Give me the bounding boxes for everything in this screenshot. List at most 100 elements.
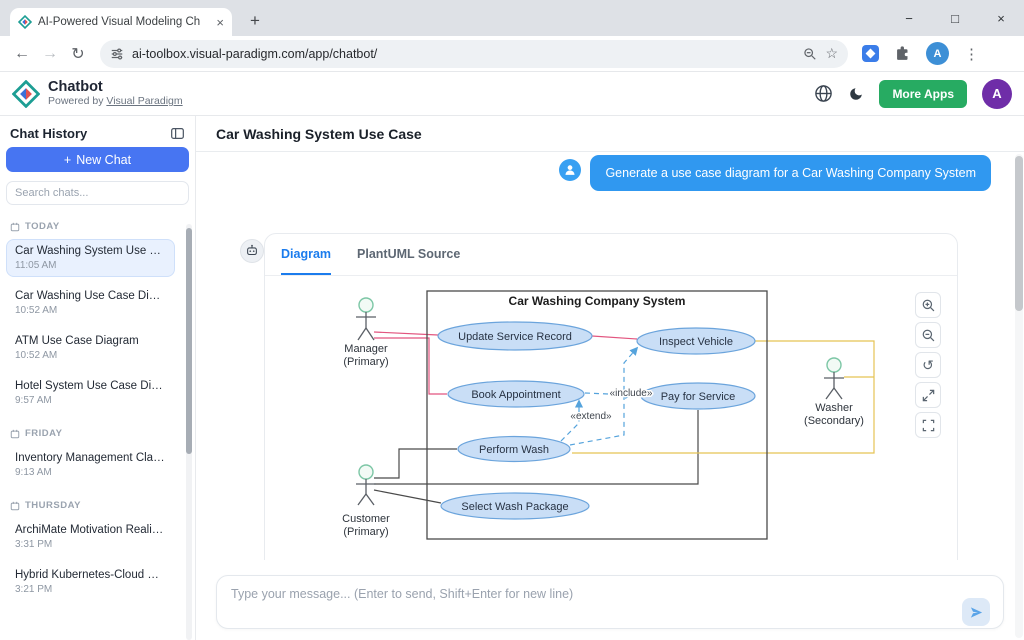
browser-menu-icon[interactable]: ⋮ [964, 45, 979, 63]
chat-history-sidebar: Chat History +New Chat TODAY Car Washing… [0, 116, 196, 640]
date-section-header: TODAY [10, 221, 187, 232]
chat-history-item[interactable]: Car Washing System Use Case 11:05 AM [6, 239, 175, 277]
edge-manager-book-appointment [374, 337, 447, 395]
url-text[interactable]: ai-toolbox.visual-paradigm.com/app/chatb… [132, 46, 378, 61]
expand-diagram-button[interactable] [915, 382, 941, 408]
relation-include-vertical-arrow [569, 346, 639, 446]
reset-view-button[interactable]: ↺ [915, 352, 941, 378]
usecase-inspect-vehicle[interactable]: Inspect Vehicle [636, 327, 756, 355]
svg-text:Customer: Customer [342, 513, 390, 525]
user-message-bubble: Generate a use case diagram for a Car Wa… [590, 155, 991, 191]
page-title: Car Washing System Use Case [196, 116, 1024, 152]
svg-text:Washer: Washer [815, 402, 853, 414]
zoom-in-button[interactable] [915, 292, 941, 318]
browser-tab[interactable]: AI-Powered Visual Modeling Ch × [10, 8, 232, 36]
collapse-sidebar-icon[interactable] [170, 126, 185, 141]
bookmark-star-icon[interactable]: ☆ [825, 45, 838, 61]
diagram-toolbar: ↺ [915, 292, 941, 438]
new-tab-button[interactable]: + [250, 11, 260, 30]
app-header: Chatbot Powered by Visual Paradigm More … [0, 72, 1024, 116]
chat-history-item[interactable]: Hotel System Use Case Diagr... 9:57 AM [15, 380, 166, 406]
address-bar[interactable]: ai-toolbox.visual-paradigm.com/app/chatb… [100, 39, 848, 68]
system-boundary [426, 290, 768, 540]
svg-text:Select Wash Package: Select Wash Package [461, 501, 568, 513]
calendar-icon [10, 501, 20, 510]
diagram-canvas[interactable]: Car Washing Company System Update Servic… [265, 276, 957, 560]
chat-history-item[interactable]: Car Washing Use Case Diagr... 10:52 AM [15, 290, 166, 316]
edge-customer-pay-for-service [374, 410, 699, 485]
composer-area [196, 560, 1024, 640]
window-controls: − □ × [886, 0, 1024, 36]
bot-avatar-icon [240, 239, 264, 263]
forward-button[interactable]: → [42, 44, 58, 62]
sidebar-title: Chat History [10, 126, 88, 141]
edge-washer-perform-wash [572, 340, 875, 454]
more-apps-button[interactable]: More Apps [879, 79, 967, 108]
use-case-diagram: Car Washing Company System Update Servic… [342, 290, 875, 540]
date-section-header: FRIDAY [10, 428, 187, 439]
app-name: Chatbot [48, 79, 103, 95]
window-minimize-button[interactable]: − [905, 10, 913, 26]
relation-extend-arrow [560, 399, 584, 442]
app-logo-icon [12, 79, 40, 108]
pinned-extension-icon[interactable] [862, 45, 879, 62]
new-chat-button[interactable]: +New Chat [6, 147, 189, 172]
usecase-update-service-record[interactable]: Update Service Record [437, 321, 593, 351]
user-message-row: Generate a use case diagram for a Car Wa… [196, 155, 991, 191]
usecase-select-wash-package[interactable]: Select Wash Package [440, 492, 590, 520]
include-stereotype-label: «include» [610, 388, 653, 399]
search-chats-input[interactable] [6, 181, 189, 205]
site-settings-icon[interactable] [110, 47, 124, 61]
svg-text:Manager: Manager [344, 343, 388, 355]
visual-paradigm-link[interactable]: Visual Paradigm [106, 95, 183, 107]
message-input-box [216, 575, 1004, 629]
refresh-button[interactable]: ↻ [71, 45, 85, 63]
user-avatar-icon [559, 159, 582, 181]
extensions-puzzle-icon[interactable] [894, 45, 911, 62]
chat-history-item[interactable]: ATM Use Case Diagram 10:52 AM [15, 335, 139, 361]
usecase-perform-wash[interactable]: Perform Wash [457, 435, 571, 463]
fit-to-screen-button[interactable] [915, 412, 941, 438]
diagram-card: Diagram PlantUML Source [264, 233, 958, 560]
chat-history-item[interactable]: ArchiMate Motivation Realiz... 3:31 PM [15, 524, 166, 550]
user-profile-avatar[interactable]: A [982, 78, 1012, 109]
zoom-out-button[interactable] [915, 322, 941, 348]
main-scrollbar-thumb[interactable] [1015, 156, 1023, 311]
card-tabs: Diagram PlantUML Source [265, 234, 957, 276]
tab-plantuml-source[interactable]: PlantUML Source [357, 246, 461, 261]
language-globe-icon[interactable] [814, 84, 833, 103]
back-button[interactable]: ← [14, 44, 30, 62]
send-button[interactable] [962, 598, 990, 626]
svg-text:(Secondary): (Secondary) [804, 415, 864, 427]
app-brand: Chatbot Powered by Visual Paradigm [12, 79, 183, 108]
chat-area: Generate a use case diagram for a Car Wa… [196, 153, 1012, 560]
actor-manager[interactable]: Manager (Primary) [343, 297, 389, 368]
dark-mode-moon-icon[interactable] [848, 86, 864, 102]
actor-customer[interactable]: Customer (Primary) [342, 464, 390, 538]
sidebar-scrollbar-thumb[interactable] [186, 228, 192, 454]
window-close-button[interactable]: × [997, 10, 1005, 26]
svg-text:Book Appointment: Book Appointment [471, 389, 560, 401]
zoom-icon[interactable] [803, 47, 817, 61]
date-section-header: THURSDAY [10, 500, 187, 511]
calendar-icon [10, 222, 20, 231]
main-panel: Car Washing System Use Case Generate a u… [196, 116, 1024, 640]
window-maximize-button[interactable]: □ [951, 10, 959, 26]
usecase-pay-for-service[interactable]: Pay for Service [640, 382, 756, 410]
plus-icon: + [63, 152, 72, 167]
svg-text:Inspect Vehicle: Inspect Vehicle [659, 336, 733, 348]
actor-washer[interactable]: Washer (Secondary) [804, 357, 864, 427]
browser-profile-avatar[interactable]: A [926, 42, 949, 65]
browser-toolbar: ← → ↻ ai-toolbox.visual-paradigm.com/app… [0, 36, 1024, 72]
chat-history-item[interactable]: Hybrid Kubernetes-Cloud De... 3:21 PM [15, 569, 166, 595]
chat-history-item[interactable]: Inventory Management Clas... 9:13 AM [15, 452, 166, 478]
message-input[interactable] [217, 576, 1003, 628]
extend-stereotype-label: «extend» [570, 411, 612, 422]
tab-diagram[interactable]: Diagram [281, 234, 332, 275]
browser-tab-strip: AI-Powered Visual Modeling Ch × + − □ × [0, 0, 1024, 36]
calendar-icon [10, 429, 20, 438]
relation-include-arrow [584, 390, 634, 399]
usecase-book-appointment[interactable]: Book Appointment [447, 380, 585, 408]
tab-close-icon[interactable]: × [216, 14, 224, 30]
edge-update-service-record-inspect-vehicle [591, 335, 638, 340]
